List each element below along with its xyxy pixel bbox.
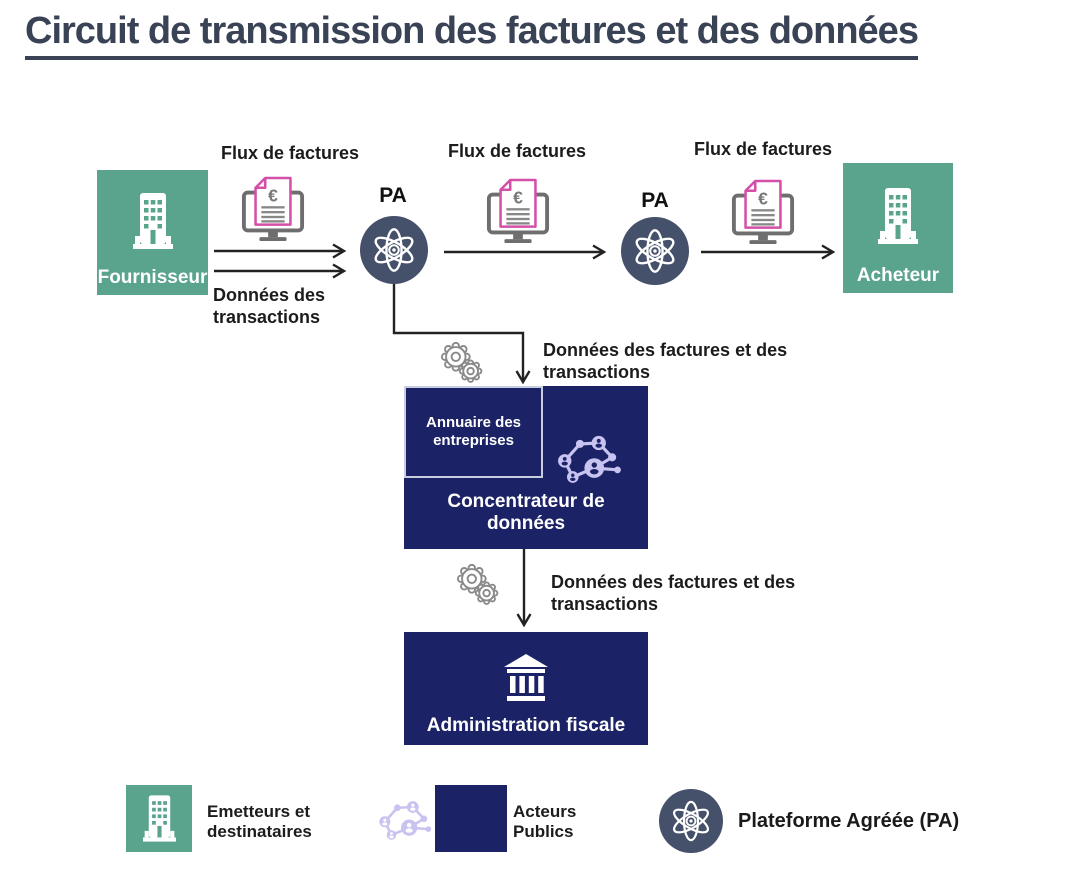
euro-symbol: € xyxy=(268,185,278,205)
invoice-monitor-icon-2: € xyxy=(486,178,550,244)
invoice-flow-label-1: Flux de factures xyxy=(220,143,360,163)
invoice-transaction-data-label-2: Données des factures et des transactions xyxy=(551,572,796,614)
pa-label-2: PA xyxy=(641,189,669,212)
bank-icon xyxy=(504,654,548,701)
buyer-label: Acheteur xyxy=(856,265,940,286)
euro-symbol: € xyxy=(513,187,523,207)
legend-emitters-swatch xyxy=(126,785,192,852)
pa-node-2 xyxy=(621,217,689,285)
legend-emitters-label: Emetteurs et destinataires xyxy=(207,802,312,841)
supplier-box: Fournisseur xyxy=(97,170,208,295)
invoice-transaction-data-label-1: Données des factures et des transactions xyxy=(543,340,788,382)
page-title: Circuit de transmission des factures et … xyxy=(25,10,919,60)
transaction-data-label: Données des transactions xyxy=(213,285,326,327)
invoice-flow-label-2: Flux de factures xyxy=(447,141,587,161)
atom-icon xyxy=(672,800,710,842)
gears-icon-1 xyxy=(440,342,483,383)
buyer-box: Acheteur xyxy=(843,163,953,293)
atom-icon xyxy=(635,229,675,273)
pa-label-1: PA xyxy=(379,184,407,207)
supplier-label: Fournisseur xyxy=(97,267,208,288)
gears-icon-2 xyxy=(456,564,499,605)
building-icon xyxy=(132,193,173,249)
company-directory-box: Annuaire des entreprises xyxy=(404,386,543,478)
building-icon xyxy=(878,188,918,244)
data-concentrator-label: Concentrateur de données xyxy=(447,491,605,534)
legend-public-actors-label: Acteurs Publics xyxy=(513,802,577,841)
building-icon xyxy=(142,795,176,842)
network-icon xyxy=(379,801,432,840)
tax-administration-label: Administration fiscale xyxy=(426,715,626,736)
pa-node-1 xyxy=(360,216,428,284)
legend-pa-node xyxy=(659,789,723,853)
invoice-monitor-icon-1: € xyxy=(241,176,305,242)
invoice-flow-label-3: Flux de factures xyxy=(693,139,833,159)
atom-icon xyxy=(374,228,414,272)
tax-administration-box: Administration fiscale xyxy=(404,632,648,745)
invoice-monitor-icon-3: € xyxy=(731,179,795,245)
euro-symbol: € xyxy=(758,188,768,208)
data-concentrator-box: Annuaire des entreprises Concentrate xyxy=(404,386,648,549)
legend-pa-label: Plateforme Agréée (PA) xyxy=(738,810,960,832)
legend-public-actors-swatch xyxy=(435,785,507,852)
network-icon xyxy=(558,435,621,483)
